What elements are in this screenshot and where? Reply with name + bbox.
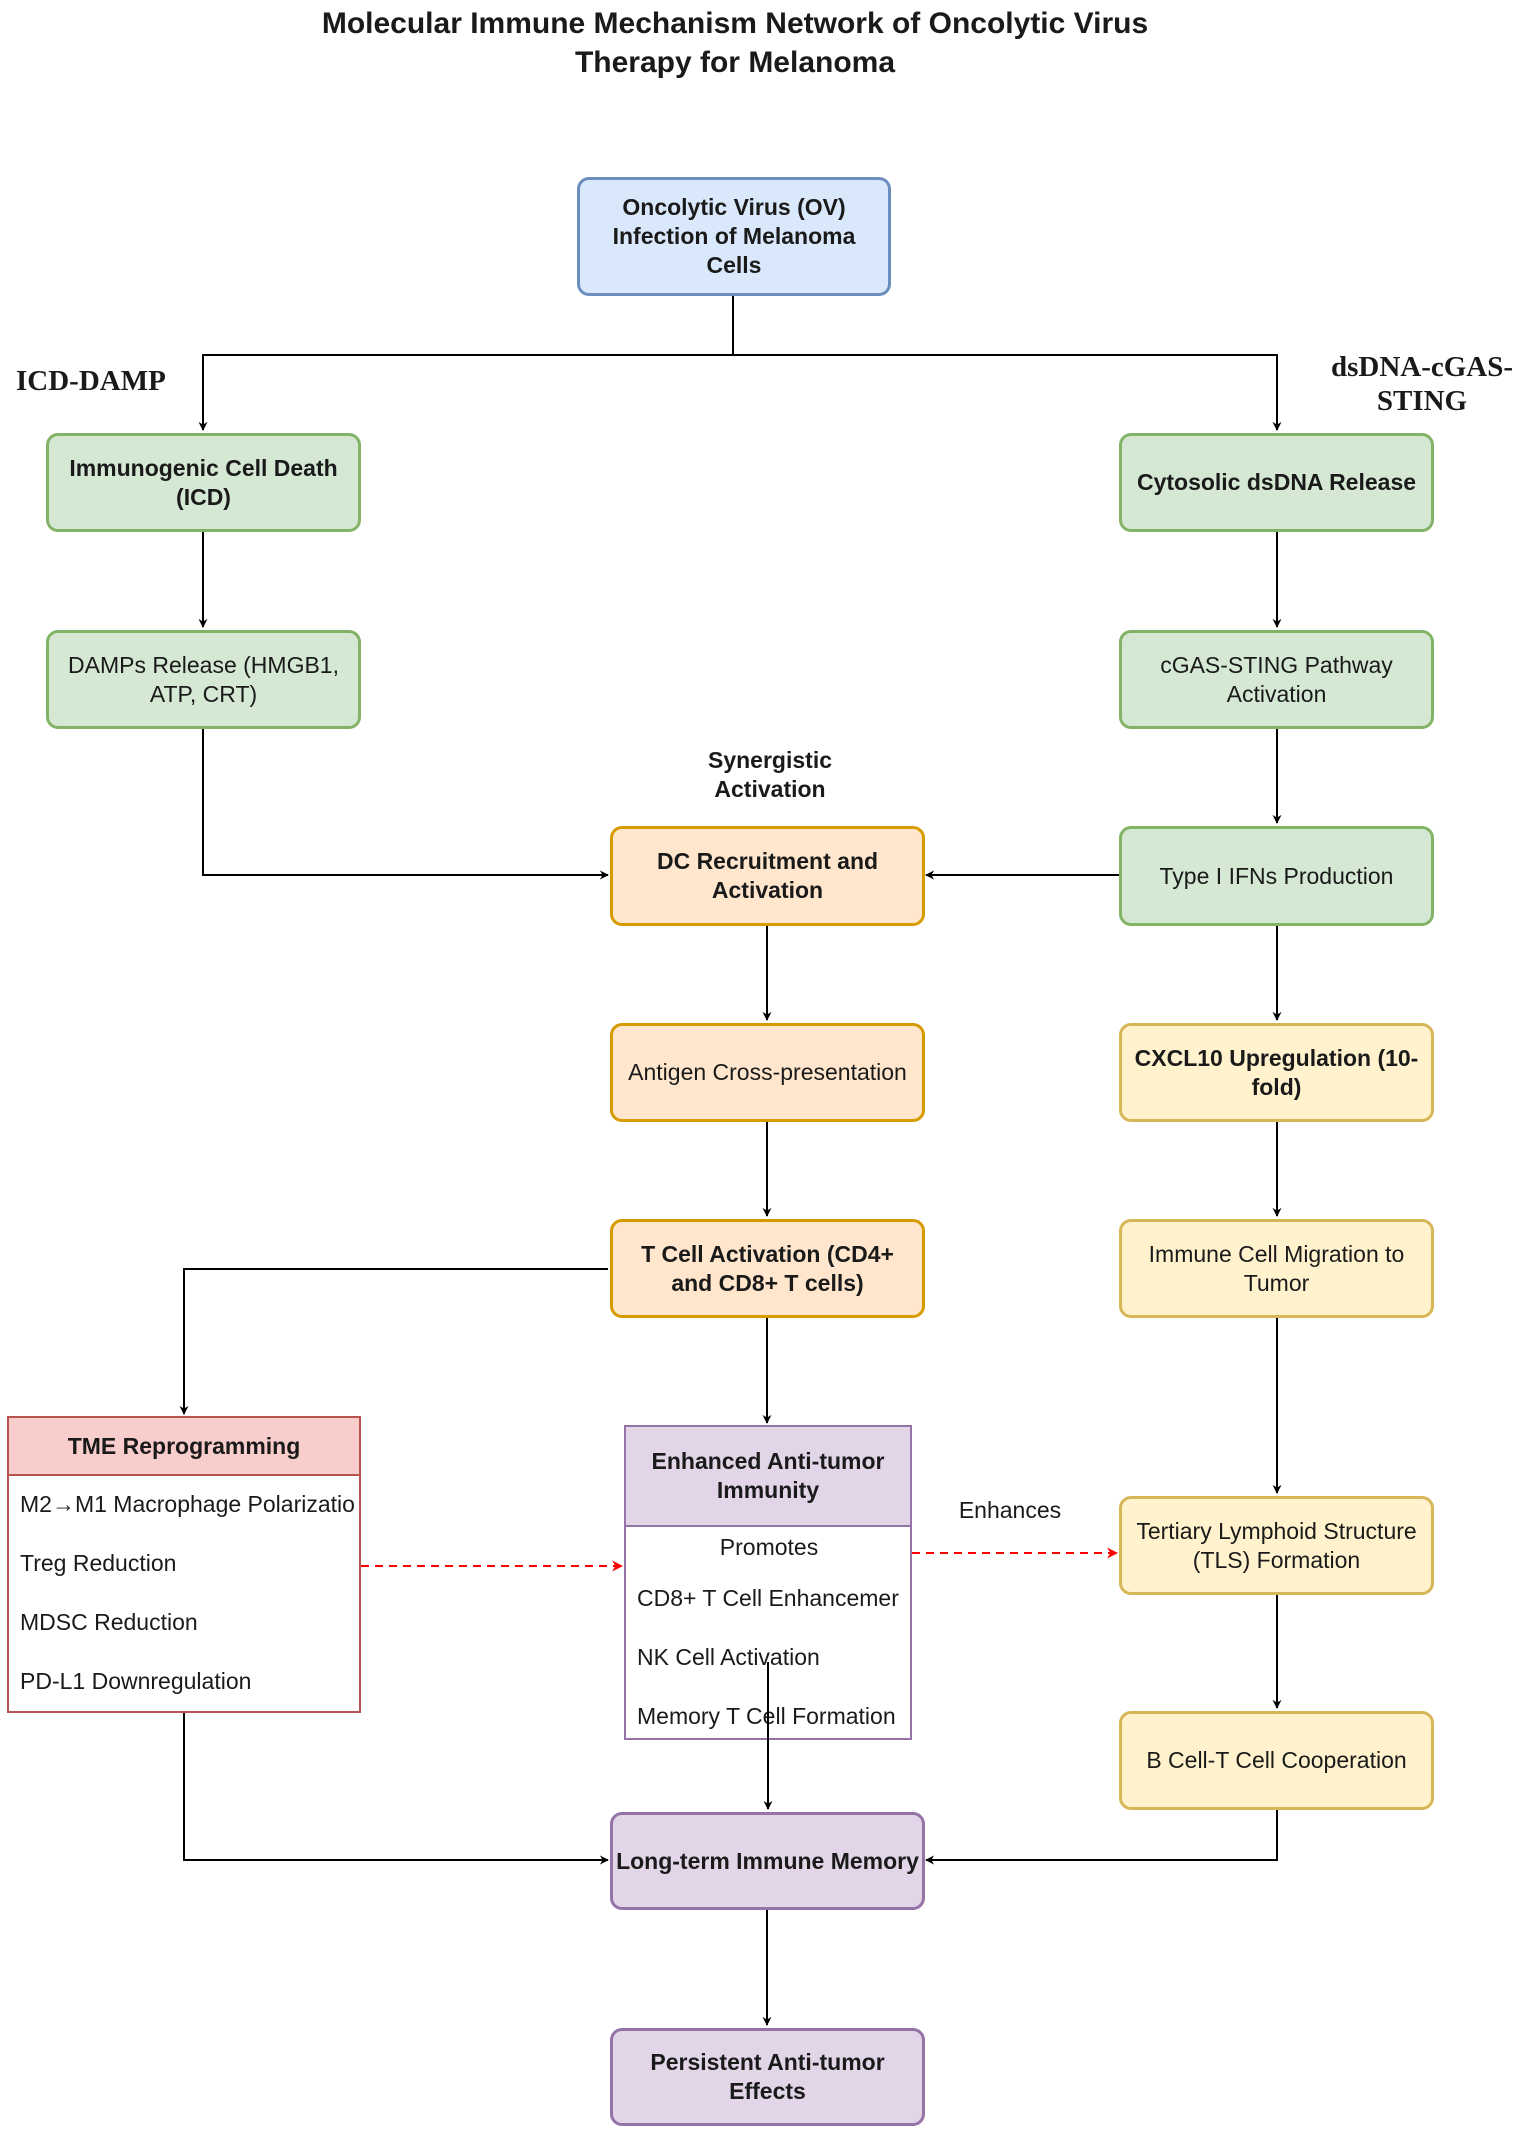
node-damps-line-2: (HMGB1, ATP, CRT) — [149, 651, 339, 707]
node-migration-line-2: Tumor — [1243, 1269, 1310, 1296]
enhances-label-text: Enhances — [958, 1497, 1062, 1523]
node-dc-line-2: Activation — [711, 877, 824, 903]
branch-label-icd-damp-text: ICD-DAMP — [16, 365, 166, 397]
edge-bcell-to-memory — [925, 1810, 1278, 1865]
tme-reprogramming-box: TME Reprogramming M2→M1 Macrophage Polar… — [7, 1416, 361, 1713]
node-type-i-ifns: Type I IFNs Production — [1119, 826, 1434, 926]
synergistic-activation-label: Synergistic Activation — [640, 746, 900, 804]
node-tls-formation: Tertiary Lymphoid Structure (TLS) Format… — [1119, 1496, 1434, 1595]
node-bcell-line-1: B Cell-T Cell Cooperation — [1146, 1747, 1407, 1773]
node-tcell-line-2: (CD4+ and CD8+ T cells) — [671, 1240, 894, 1296]
branch-label-cgas-sting-line-1: dsDNA-cGAS- — [1330, 351, 1514, 383]
branch-label-cgas-sting-line-2: STING — [1376, 385, 1468, 417]
title-line-1: Molecular Immune Mechanism Network of On… — [321, 7, 1149, 40]
enhanced-anti-tumor-immunity-box: Enhanced Anti-tumor Immunity Promotes CD… — [624, 1425, 912, 1740]
enhanced-header-line-2: Immunity — [716, 1477, 820, 1503]
node-cxcl10-upregulation: CXCL10 Upregulation (10- fold) — [1119, 1023, 1434, 1122]
node-dc-recruitment: DC Recruitment and Activation — [610, 826, 925, 926]
edge-ov-to-icd — [198, 296, 734, 431]
enhanced-item-memory-t: Memory T Cell Formation — [637, 1703, 896, 1729]
edge-tcell-to-tme — [179, 1268, 608, 1415]
synergistic-label-line-2: Activation — [714, 776, 826, 802]
node-cytosolic-dsdna: Cytosolic dsDNA Release — [1119, 433, 1434, 532]
branch-label-icd-damp: ICD-DAMP — [16, 364, 196, 398]
tme-item-mdsc: MDSC Reduction — [20, 1609, 198, 1635]
synergistic-label-line-1: Synergistic — [708, 747, 832, 773]
node-damps-line-1: DAMPs Release — [68, 651, 237, 678]
node-antigen-line-1: Antigen Cross-presentation — [628, 1059, 907, 1085]
node-ov-infection: Oncolytic Virus (OV) Infection of Melano… — [577, 177, 891, 296]
node-cxcl10-line-2: fold) — [1251, 1073, 1302, 1100]
node-persistent-line-2: Effects — [729, 2078, 806, 2104]
enhanced-header: Enhanced Anti-tumor Immunity — [626, 1427, 910, 1527]
node-t-cell-activation: T Cell Activation (CD4+ and CD8+ T cells… — [610, 1219, 925, 1318]
node-tls-line-1: Tertiary Lymphoid Structure — [1136, 1517, 1417, 1544]
title-line-2: Therapy for Melanoma — [574, 46, 896, 79]
node-cgas-line-1: cGAS-STING Pathway — [1160, 651, 1393, 678]
node-ifn-line-1: Type I IFNs Production — [1159, 862, 1394, 889]
node-tls-line-2: (TLS) Formation — [1192, 1546, 1361, 1573]
node-migration-line-1: Immune Cell Migration to — [1148, 1240, 1405, 1267]
node-dsdna-line-1: Cytosolic dsDNA Release — [1136, 469, 1417, 495]
node-icd-line-2: (ICD) — [176, 483, 231, 510]
tme-item-pd-l1: PD-L1 Downregulation — [20, 1668, 252, 1694]
node-persistent-anti-tumor-effects: Persistent Anti-tumor Effects — [610, 2028, 925, 2126]
edge-ov-to-dsdna — [733, 354, 1282, 431]
node-cxcl10-line-1: CXCL10 Upregulation (10- — [1134, 1044, 1419, 1071]
enhanced-item-cd8: CD8+ T Cell Enhancemer — [637, 1585, 899, 1611]
node-ov-line-2: Infection of Melanoma — [612, 223, 856, 249]
enhanced-header-line-1: Enhanced Anti-tumor — [651, 1448, 885, 1474]
node-ov-line-3: Cells — [706, 252, 762, 278]
node-long-term-immune-memory: Long-term Immune Memory — [610, 1812, 925, 1910]
enhances-label: Enhances — [930, 1496, 1090, 1525]
tme-item-macrophage: M2→M1 Macrophage Polarizatio — [20, 1491, 355, 1517]
node-cgas-sting: cGAS-STING Pathway Activation — [1119, 630, 1434, 729]
node-damps-release: DAMPs Release (HMGB1, ATP, CRT) — [46, 630, 361, 729]
branch-label-cgas-sting: dsDNA-cGAS- STING — [1312, 350, 1532, 418]
enhanced-item-promotes: Promotes — [719, 1534, 819, 1560]
node-icd-line-1: Immunogenic Cell Death — [69, 454, 338, 481]
edge-tme-to-memory — [183, 1713, 609, 1865]
diagram-title: Molecular Immune Mechanism Network of On… — [0, 4, 1470, 82]
node-b-cell-t-cell-cooperation: B Cell-T Cell Cooperation — [1119, 1711, 1434, 1810]
node-cgas-line-2: Activation — [1226, 680, 1327, 707]
edge-damps-to-dc — [202, 729, 609, 880]
node-persistent-line-1: Persistent Anti-tumor — [650, 2049, 885, 2075]
node-memory-line-1: Long-term Immune Memory — [616, 1847, 919, 1874]
node-immune-cell-migration: Immune Cell Migration to Tumor — [1119, 1219, 1434, 1318]
node-icd: Immunogenic Cell Death (ICD) — [46, 433, 361, 532]
node-tcell-line-1: T Cell Activation — [641, 1240, 821, 1267]
enhanced-item-nk: NK Cell Activation — [637, 1644, 820, 1670]
tme-item-treg: Treg Reduction — [20, 1550, 177, 1576]
node-dc-line-1: DC Recruitment and — [656, 848, 879, 874]
node-antigen-cross-presentation: Antigen Cross-presentation — [610, 1023, 925, 1122]
tme-header: TME Reprogramming — [9, 1418, 359, 1476]
node-ov-line-1: Oncolytic Virus (OV) — [622, 194, 846, 220]
